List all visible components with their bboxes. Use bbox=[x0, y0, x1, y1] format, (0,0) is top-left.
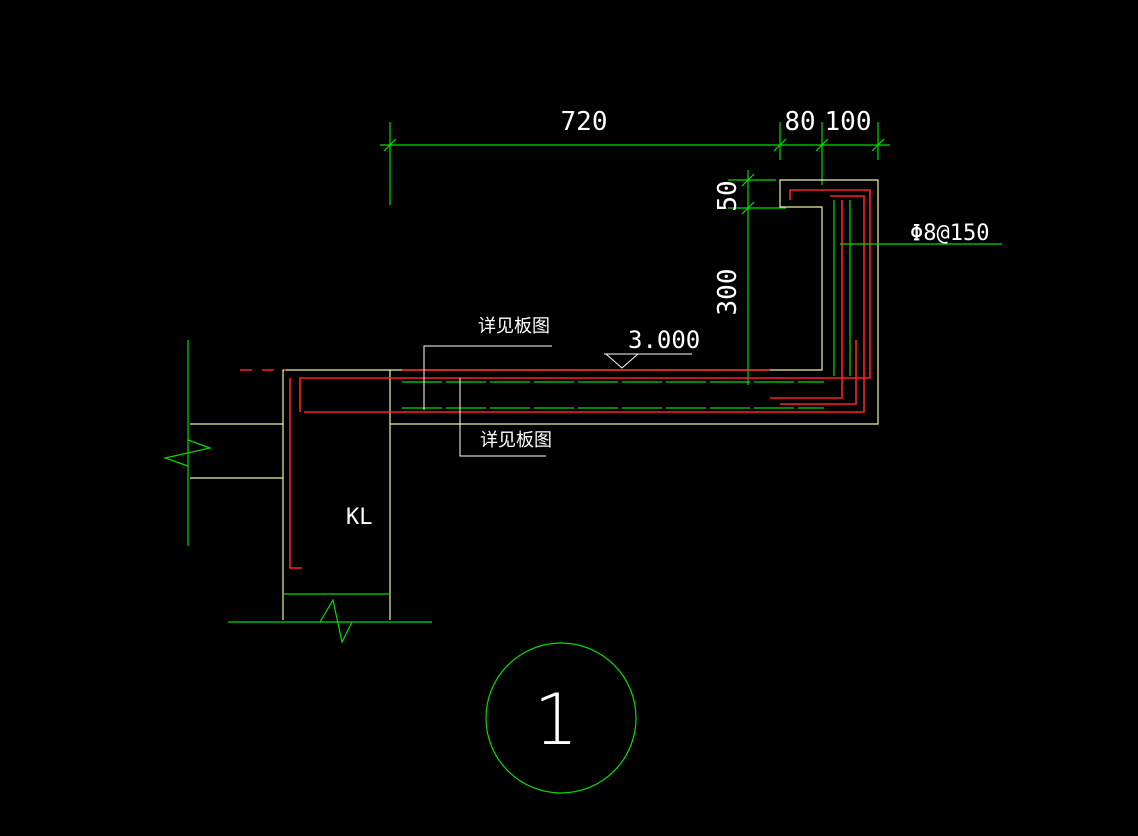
beam-label: KL bbox=[346, 505, 373, 530]
bottom-break-symbol bbox=[319, 598, 353, 644]
concrete-outline bbox=[190, 179, 879, 620]
distribution-bars bbox=[402, 200, 851, 409]
elevation-triangle bbox=[605, 353, 639, 369]
top-dimension-group: 720 80 100 bbox=[380, 107, 890, 205]
vdim-tick bbox=[741, 173, 755, 187]
dim-label-720: 720 bbox=[561, 107, 608, 137]
rebar-label: Φ8@150 bbox=[910, 221, 989, 246]
detail-bubble: 1 bbox=[485, 642, 637, 794]
detail-number: 1 bbox=[534, 679, 579, 761]
parapet-inner-rebar bbox=[304, 195, 865, 413]
vdim-tick bbox=[741, 201, 755, 215]
parapet-hook-rebar bbox=[780, 340, 857, 405]
beam-rebar-left bbox=[289, 378, 302, 569]
slab-note-bottom-leader bbox=[459, 378, 546, 457]
slab-note-bottom: 详见板图 bbox=[480, 430, 552, 451]
parapet-vertical-rebar bbox=[770, 200, 843, 399]
dim-label-80: 80 bbox=[784, 107, 815, 137]
dim-tick bbox=[383, 138, 397, 152]
dim-tick bbox=[773, 138, 787, 152]
section-outline bbox=[282, 179, 879, 620]
annotations: Φ8@150 3.000 详见板图 详见板图 KL bbox=[346, 221, 1002, 530]
slab-note-top: 详见板图 bbox=[478, 316, 550, 337]
left-break-symbol bbox=[162, 439, 213, 467]
slab-top-rebar bbox=[299, 189, 871, 412]
dim-label-100: 100 bbox=[825, 107, 872, 137]
dim-label-300: 300 bbox=[713, 269, 743, 316]
elevation-label: 3.000 bbox=[628, 326, 700, 354]
dim-tick bbox=[871, 138, 885, 152]
dim-label-50: 50 bbox=[713, 180, 743, 211]
vertical-dimension-group: 50 300 bbox=[713, 170, 786, 385]
dim-tick bbox=[815, 138, 829, 152]
rebar-group bbox=[240, 189, 871, 569]
detail-circle bbox=[485, 642, 637, 794]
break-lines bbox=[162, 340, 432, 644]
slab-note-top-leader bbox=[423, 345, 552, 410]
